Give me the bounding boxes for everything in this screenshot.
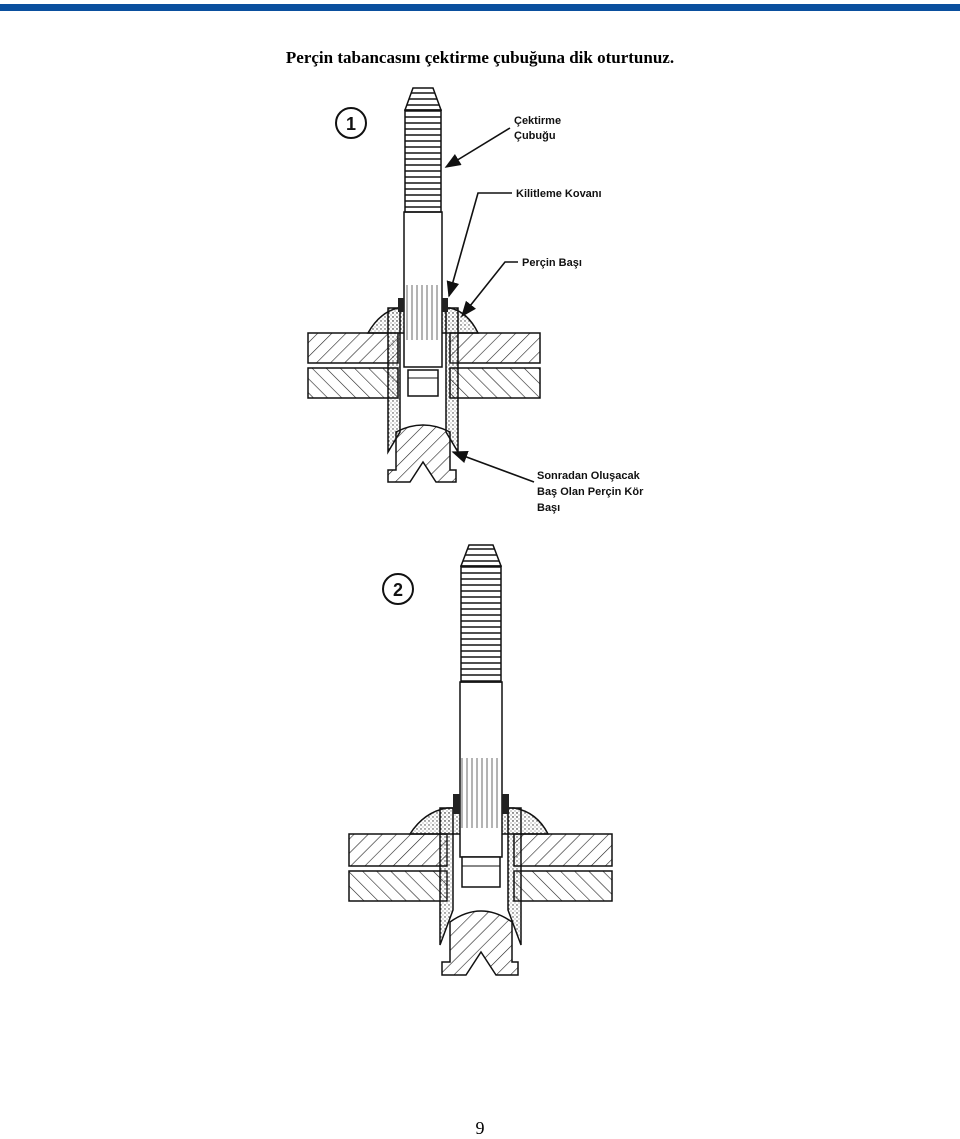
- pull-rod-thread: [460, 565, 502, 683]
- lower-plate-right: [513, 870, 613, 902]
- rivet-sleeve-right: [507, 807, 522, 946]
- label-lock-sleeve: Kilitleme Kovanı: [516, 188, 602, 200]
- pull-rod-thread: [404, 109, 442, 213]
- step-number-2: 2: [393, 580, 403, 600]
- lock-sleeve-left: [398, 298, 404, 312]
- label-blind-head-1: Sonradan Oluşacak: [537, 470, 641, 482]
- pull-rod-tip: [459, 544, 503, 567]
- label-rivet-head: Perçin Başı: [522, 257, 582, 269]
- upper-plate-right: [513, 833, 613, 867]
- figure-1: 1 Çektirme Çubuğu Kilitleme Ko: [307, 87, 644, 514]
- lock-sleeve-right: [502, 794, 509, 814]
- step-badge-2: [382, 573, 414, 605]
- rod-neck: [461, 856, 501, 888]
- page-number: 9: [475, 1118, 485, 1138]
- pull-rod-tip: [403, 87, 443, 111]
- pull-rod-grip: [461, 758, 501, 828]
- blind-head: [441, 910, 519, 976]
- figure-2: 2: [348, 544, 613, 976]
- step-badge-1: [335, 107, 367, 139]
- label-pull-rod-2: Çubuğu: [514, 130, 556, 142]
- top-rule: [0, 4, 960, 11]
- pull-rod-grip: [405, 285, 441, 340]
- label-blind-head-3: Başı: [537, 502, 560, 514]
- lock-sleeve-right: [442, 298, 448, 312]
- label-pull-rod-1: Çektirme: [514, 115, 561, 127]
- step-number-1: 1: [346, 114, 356, 134]
- arrow-icon: [451, 450, 535, 483]
- arrow-icon: [444, 127, 511, 168]
- lower-plate-left: [348, 870, 448, 902]
- rod-neck: [407, 369, 439, 397]
- rivet-diagram: 1 Çektirme Çubuğu Kilitleme Ko: [307, 87, 644, 976]
- lower-plate-right: [449, 367, 541, 399]
- upper-plate-right: [449, 332, 541, 364]
- blind-head: [387, 424, 457, 483]
- upper-plate-left: [348, 833, 448, 867]
- arrow-icon: [446, 192, 512, 298]
- arrow-icon: [461, 261, 518, 318]
- lower-plate-left: [307, 367, 399, 399]
- label-blind-head-2: Baş Olan Perçin Kör: [537, 486, 644, 498]
- rivet-sleeve-left: [439, 807, 454, 946]
- upper-plate-left: [307, 332, 399, 364]
- lock-sleeve-left: [453, 794, 460, 814]
- page-heading: Perçin tabancasını çektirme çubuğuna dik…: [285, 48, 675, 67]
